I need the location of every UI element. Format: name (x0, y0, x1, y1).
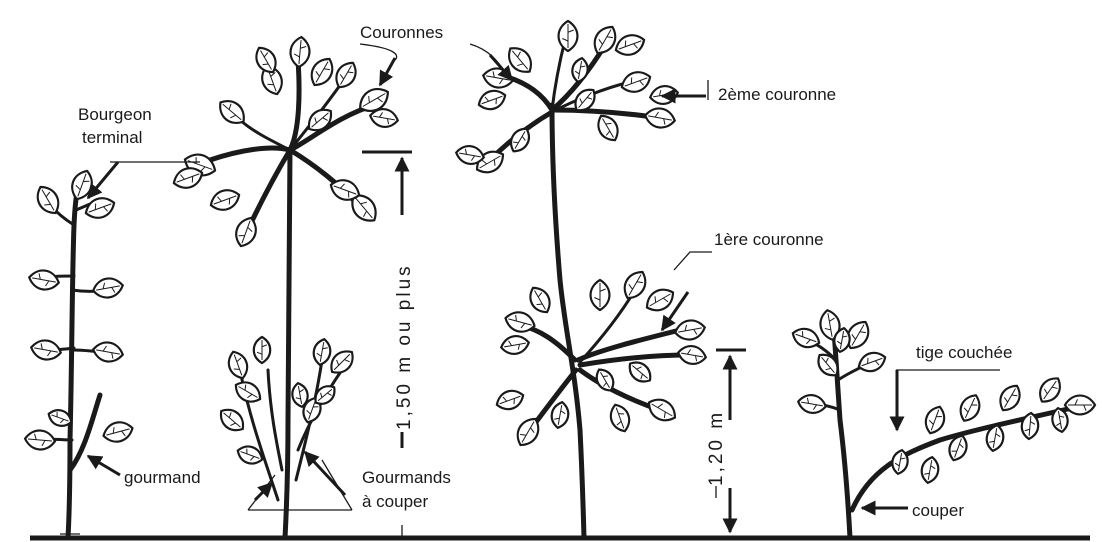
label-gourmands-line2: à couper (362, 492, 428, 511)
leaf (570, 57, 589, 83)
leaf (591, 280, 610, 310)
label-bourgeon-line1: Bourgeon (78, 105, 152, 124)
leaf (83, 194, 118, 222)
couronnes-arrow-left (380, 58, 395, 85)
label-couper: couper (912, 501, 964, 520)
leaf (674, 318, 707, 342)
gourmand-arrow (88, 456, 120, 475)
leaf (593, 111, 622, 144)
leaf (677, 344, 708, 366)
leaf (922, 404, 948, 436)
leaf (68, 168, 96, 203)
leaf (216, 404, 249, 436)
leaf (525, 283, 554, 316)
label-gourmand: gourmand (124, 468, 201, 487)
leaf (500, 334, 531, 356)
leaf (289, 36, 310, 68)
gourmands-arrow-left (255, 483, 272, 500)
label-1ere-couronne: 1ère couronne (714, 230, 824, 249)
label-bourgeon-line2: terminal (82, 128, 142, 147)
leaf (231, 377, 264, 406)
plant-1-young (40, 188, 108, 538)
plant-4-leaves (790, 309, 1095, 485)
1ere-leader (674, 252, 712, 270)
leaf (644, 394, 679, 425)
leaf (24, 429, 56, 450)
label-120: 1,20 m (706, 410, 727, 486)
leaf (92, 340, 125, 364)
leaf (956, 392, 984, 425)
leaf (642, 284, 677, 315)
leaf (1065, 396, 1095, 415)
label-2eme-couronne: 2ème couronne (718, 85, 836, 104)
plant-2-crowned (210, 60, 375, 538)
leaf (225, 349, 251, 381)
leaf (920, 456, 941, 484)
leaf (995, 381, 1024, 414)
leaf (306, 54, 337, 89)
label-couronnes: Couronnes (360, 23, 443, 42)
leaf (619, 68, 654, 96)
gourmands-arrow-right (305, 452, 345, 495)
leaf (208, 186, 243, 214)
leaf (619, 267, 650, 302)
leaf (856, 349, 888, 375)
leaf (644, 106, 677, 130)
couronnes-leader-left (360, 44, 397, 60)
leaf (589, 22, 620, 57)
leaf (30, 338, 63, 362)
leaf (1035, 373, 1066, 406)
plant-3-leaves (455, 21, 708, 450)
leaf (559, 21, 578, 51)
label-150: 1,50 m ou plus (394, 263, 415, 430)
leaf (625, 357, 655, 386)
leaf (28, 268, 61, 292)
leaf (613, 31, 648, 59)
label-gourmands-line1: Gourmands (362, 468, 451, 487)
leaf (607, 402, 633, 434)
leaf (92, 276, 125, 300)
leaf (550, 401, 571, 429)
leaf (312, 338, 333, 366)
leaf (797, 393, 828, 415)
plant-2-leaves (171, 36, 400, 467)
label-tige-couchee: tige couchée (916, 343, 1012, 362)
leaf (790, 325, 822, 351)
leaf (494, 387, 526, 413)
leaf (331, 58, 360, 91)
leaf (254, 337, 270, 363)
leaf (476, 87, 508, 113)
leaf (232, 215, 260, 250)
leaf (101, 419, 135, 445)
